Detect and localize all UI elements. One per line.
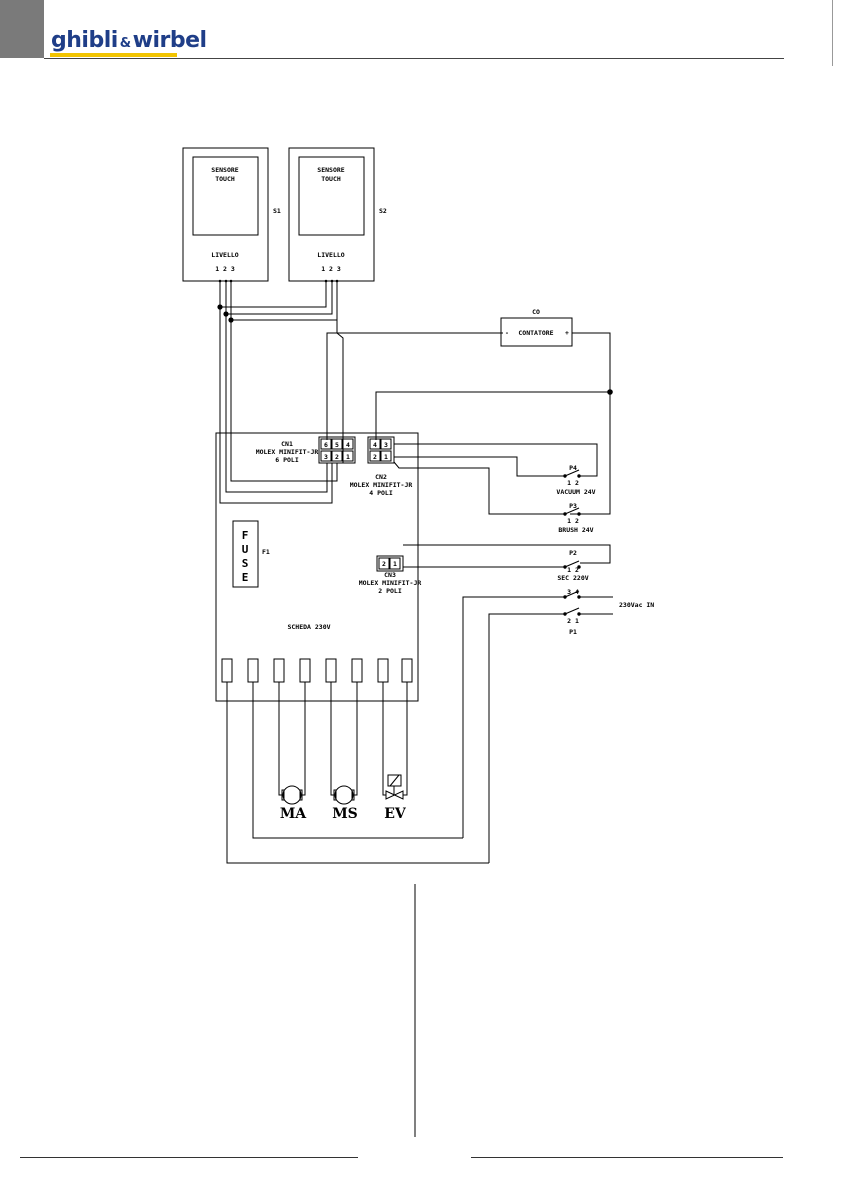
p2-pins: 1 2 [567, 566, 579, 574]
p3-pins: 1 2 [567, 517, 579, 525]
cn2-wires [393, 443, 598, 515]
p1-supply: 230Vac IN [619, 601, 654, 609]
cn1-pin-1: 1 [346, 453, 350, 461]
motor-ma [281, 785, 303, 805]
cn3-label-3: 2 POLI [378, 587, 402, 595]
co-label: CONTATORE [518, 329, 553, 337]
cn3-pin-2: 2 [382, 560, 386, 568]
brand-amp: & [119, 36, 131, 51]
s1-title-2: TOUCH [215, 175, 235, 183]
cn1-label-3: 6 POLI [275, 456, 299, 464]
s2-title-2: TOUCH [321, 175, 341, 183]
brand-underline [50, 53, 177, 57]
motor-ms [333, 785, 355, 805]
footer-rule-right [471, 1157, 783, 1158]
p4-id: P4 [569, 464, 577, 472]
brand-left: ghibli [51, 28, 118, 53]
co-plus: + [565, 329, 569, 337]
fuse-letter-s: S [242, 557, 249, 570]
fuse-letter-e: E [242, 571, 249, 584]
footer-rule-left [20, 1157, 358, 1158]
p1-id: P1 [569, 628, 577, 636]
cn1-pin-2: 2 [335, 453, 339, 461]
load-ma-label: MA [280, 806, 307, 822]
s1-pins: 1 2 3 [215, 265, 235, 273]
cn3-label-1: CN3 [384, 571, 396, 579]
header: ghibli&wirbel [0, 0, 841, 66]
switch-p4 [563, 469, 581, 478]
cn2-label-2: MOLEX MINIFIT-JR [350, 481, 413, 489]
junction-dots [217, 279, 613, 395]
brand-logo: ghibli&wirbel [51, 28, 207, 53]
cn3-label-2: MOLEX MINIFIT-JR [359, 579, 422, 587]
s2-level: LIVELLO [317, 251, 344, 259]
cn3-wire-a [403, 544, 611, 564]
valve-ev [385, 774, 404, 800]
cn2-label-3: 4 POLI [369, 489, 393, 497]
cn1-pin-3: 3 [324, 453, 328, 461]
side-tab [0, 0, 44, 58]
board-label: SCHEDA 230V [287, 623, 330, 631]
contactor-co [375, 317, 611, 515]
switch-p2 [563, 560, 581, 569]
page-edge [832, 0, 833, 66]
s2-pins: 1 2 3 [321, 265, 341, 273]
cn1-label-2: MOLEX MINIFIT-JR [256, 448, 319, 456]
switch-p3 [563, 507, 581, 516]
cn2-pin-2: 2 [373, 453, 377, 461]
load-wires [226, 682, 489, 864]
p2-label: SEC 220V [557, 574, 588, 582]
cn3-pin-1: 1 [393, 560, 397, 568]
cn1-pin-5: 5 [335, 441, 339, 449]
fuse-letter-f: F [242, 529, 249, 542]
p4-pins: 1 2 [567, 479, 579, 487]
connector-cn1 [318, 436, 356, 464]
cn2-pin-3: 3 [384, 441, 388, 449]
fuse [232, 520, 259, 588]
p1-pins-bottom: 2 1 [567, 617, 579, 625]
p1-pins-top: 3 4 [567, 588, 579, 596]
cn1-label-1: CN1 [281, 440, 293, 448]
fuse-letter-u: U [242, 543, 249, 556]
s1-level: LIVELLO [211, 251, 238, 259]
cn2-pin-4: 4 [373, 441, 377, 449]
s1-id: S1 [273, 207, 281, 215]
cn2-pin-1: 1 [384, 453, 388, 461]
cn1-pin-4: 4 [346, 441, 350, 449]
co-id: CO [532, 308, 540, 316]
connector-cn3 [376, 555, 404, 572]
p4-label: VACUUM 24V [556, 488, 595, 496]
s1-title-1: SENSORE [211, 166, 238, 174]
header-rule [44, 58, 784, 59]
p2-id: P2 [569, 549, 577, 557]
cn2-label-1: CN2 [375, 473, 387, 481]
fuse-id: F1 [262, 548, 270, 556]
s2-title-1: SENSORE [317, 166, 344, 174]
p3-label: BRUSH 24V [558, 526, 593, 534]
board-terminals [221, 658, 413, 683]
co-minus: - [505, 329, 509, 337]
s2-id: S2 [379, 207, 387, 215]
connector-cn2 [367, 436, 395, 464]
load-ms-label: MS [332, 806, 358, 822]
brand-right: wirbel [132, 28, 207, 53]
p3-id: P3 [569, 502, 577, 510]
cn1-pin-6: 6 [324, 441, 328, 449]
load-ev-label: EV [384, 806, 407, 822]
switch-p1 [462, 590, 613, 863]
